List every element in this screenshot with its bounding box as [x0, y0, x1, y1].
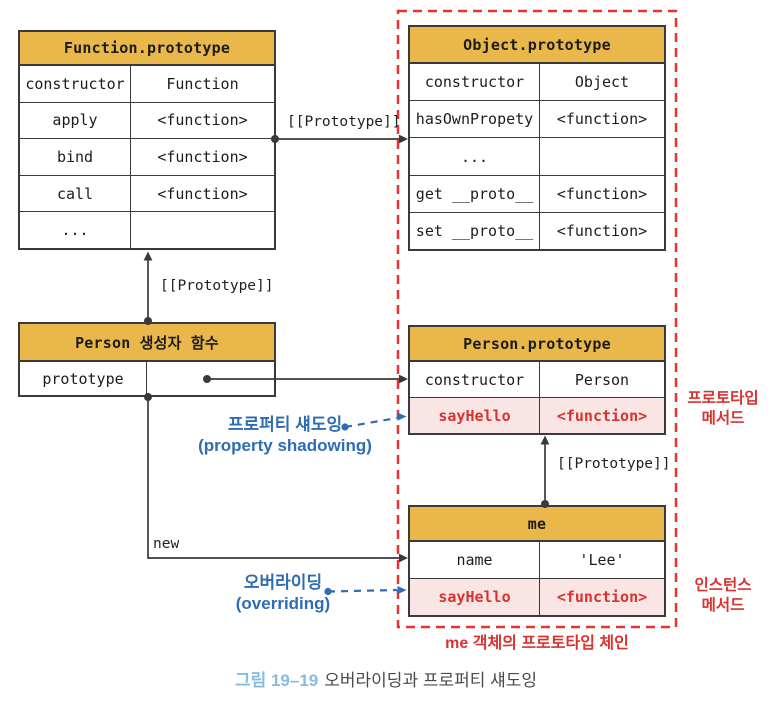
prototype-method-label: 프로토타입 메서드 [680, 389, 766, 429]
function-prototype-table: Function.prototype constructor Function … [18, 30, 276, 250]
table-cell-key: hasOwnPropety [410, 101, 540, 138]
arrow-head [399, 134, 408, 144]
table-cell-key: apply [20, 102, 131, 139]
table-row: ... [410, 138, 664, 176]
table-title: Person 생성자 함수 [20, 324, 274, 362]
annotation-line: 프로토타입 [687, 390, 759, 407]
table-cell-value: 'Lee' [579, 551, 625, 569]
object-prototype-table: Object.prototype constructor Object hasO… [408, 25, 666, 251]
arrow-head [399, 374, 408, 384]
table-cell-key: call [20, 175, 131, 212]
annotation-line: 메서드 [701, 410, 745, 427]
table-row-highlighted: sayHello <function> [410, 398, 664, 433]
figure-title: 오버라이딩과 프로퍼티 섀도잉 [324, 671, 538, 690]
instance-method-label: 인스턴스 메서드 [680, 576, 766, 616]
prototype-chain-label: me 객체의 프로토타입 체인 [445, 635, 629, 652]
table-cell-value [147, 362, 274, 395]
table-cell-value: Person [574, 370, 630, 389]
figure-caption: 그림 19–19 오버라이딩과 프로퍼티 섀도잉 [0, 666, 772, 691]
table-title: Function.prototype [20, 32, 274, 66]
arrow-head [397, 586, 407, 595]
table-title: Object.prototype [410, 27, 664, 64]
table-cell-key: constructor [410, 64, 540, 101]
table-row: hasOwnPropety <function> [410, 101, 664, 139]
table-cell-key: constructor [20, 66, 131, 102]
person-constructor-table: Person 생성자 함수 prototype [18, 322, 276, 397]
prototype-edge-label: [[Prototype]] [160, 278, 274, 294]
table-cell-key: constructor [410, 362, 540, 397]
table-cell-key: name [410, 542, 540, 578]
overriding-annotation: 오버라이딩 (overriding) [183, 572, 383, 614]
annotation-line: (property shadowing) [198, 436, 372, 455]
annotation-line: 인스턴스 [694, 577, 752, 594]
property-shadowing-annotation: 프로퍼티 섀도잉 (property shadowing) [185, 414, 385, 456]
table-row: name 'Lee' [410, 542, 664, 579]
table-cell-key: get __proto__ [410, 175, 540, 212]
table-row: call <function> [20, 175, 274, 213]
table-cell-key: ... [20, 212, 131, 248]
table-row: ... [20, 212, 274, 248]
annotation-line: 메서드 [701, 597, 745, 614]
table-cell-key: set __proto__ [410, 212, 540, 250]
table-cell-key: prototype [20, 362, 147, 395]
table-cell-value: Function [166, 74, 239, 93]
table-cell-key: sayHello [410, 398, 540, 433]
table-cell-key: sayHello [410, 579, 540, 615]
table-cell-value [131, 212, 274, 248]
me-object-table: me name 'Lee' sayHello <function> [408, 505, 666, 617]
annotation-line: 프로퍼티 섀도잉 [227, 415, 343, 434]
prototype-edge-label: [[Prototype]] [557, 456, 671, 472]
prototype-edge-label: [[Prototype]] [287, 114, 401, 130]
new-edge-label: new [153, 536, 180, 552]
table-row-highlighted: sayHello <function> [410, 579, 664, 615]
table-cell-value: Object [574, 73, 630, 92]
table-row: constructor Person [410, 362, 664, 398]
table-row: prototype [20, 362, 274, 395]
table-cell-value: <function> [157, 184, 248, 203]
table-row: apply <function> [20, 102, 274, 140]
figure-number: 그림 19–19 [234, 671, 319, 690]
annotation-line: 오버라이딩 [243, 573, 323, 592]
arrow-head [397, 412, 407, 421]
table-cell-key: bind [20, 139, 131, 175]
table-row: bind <function> [20, 139, 274, 176]
table-cell-value: <function> [556, 184, 648, 203]
annotation-line: (overriding) [235, 594, 331, 613]
table-row: set __proto__ <function> [410, 212, 664, 250]
person-prototype-table: Person.prototype constructor Person sayH… [408, 325, 666, 435]
table-title: me [410, 507, 664, 542]
table-row: constructor Function [20, 66, 274, 103]
table-cell-value: <function> [157, 111, 248, 130]
table-cell-value [540, 138, 664, 174]
arrow-head [143, 251, 153, 261]
table-cell-key: ... [410, 138, 540, 175]
table-title: Person.prototype [410, 327, 664, 362]
table-row: get __proto__ <function> [410, 175, 664, 213]
table-cell-value: <function> [556, 588, 648, 606]
table-cell-value: <function> [556, 221, 648, 240]
arrow-head [540, 435, 550, 445]
table-cell-value: <function> [556, 110, 648, 129]
table-cell-value: <function> [556, 406, 648, 425]
table-cell-value: <function> [157, 147, 248, 166]
arrow-head [399, 553, 408, 563]
table-row: constructor Object [410, 64, 664, 102]
